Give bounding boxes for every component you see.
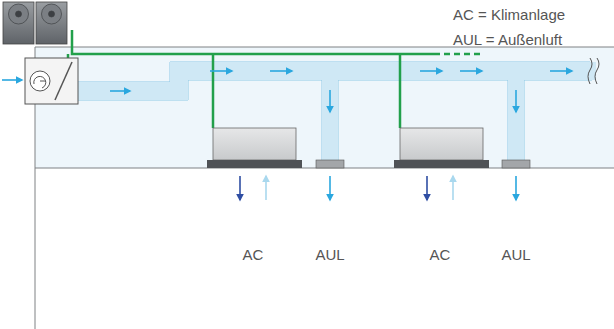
airflow-arrows: [110, 71, 572, 112]
air-handling-unit: [25, 58, 78, 104]
ac-unit: [213, 128, 296, 160]
fan-hub: [16, 11, 22, 17]
fan-symbol: [30, 71, 50, 91]
fan-grille: [9, 4, 29, 24]
break-mark: [588, 58, 599, 84]
air-inlet-arrow: [2, 79, 22, 81]
refrigerant-line: [68, 30, 440, 128]
ac-unit: [400, 128, 483, 160]
ac-panel: [394, 160, 489, 168]
ac-panel: [207, 160, 302, 168]
diffuser: [502, 160, 530, 168]
legend-text: AC = Klimanlage: [453, 6, 565, 24]
refrigerant-line-continued: [444, 53, 482, 56]
ceiling-plenum: [35, 47, 614, 168]
unit-label: AC: [430, 246, 451, 264]
legend-text: AUL = Außenluft: [453, 31, 562, 49]
fan-blade: [34, 76, 46, 88]
fan-grille: [42, 4, 62, 24]
room-airflow: [240, 176, 516, 200]
filter-symbol: [55, 62, 72, 100]
building-outline: [35, 47, 614, 329]
outdoor-unit: [3, 2, 34, 44]
unit-label: AC: [243, 246, 264, 264]
unit-label: AUL: [315, 246, 344, 264]
outdoor-unit: [36, 2, 67, 44]
fan-hub: [49, 11, 55, 17]
duct: [78, 62, 596, 160]
diffuser: [316, 160, 344, 168]
unit-label: AUL: [501, 246, 530, 264]
